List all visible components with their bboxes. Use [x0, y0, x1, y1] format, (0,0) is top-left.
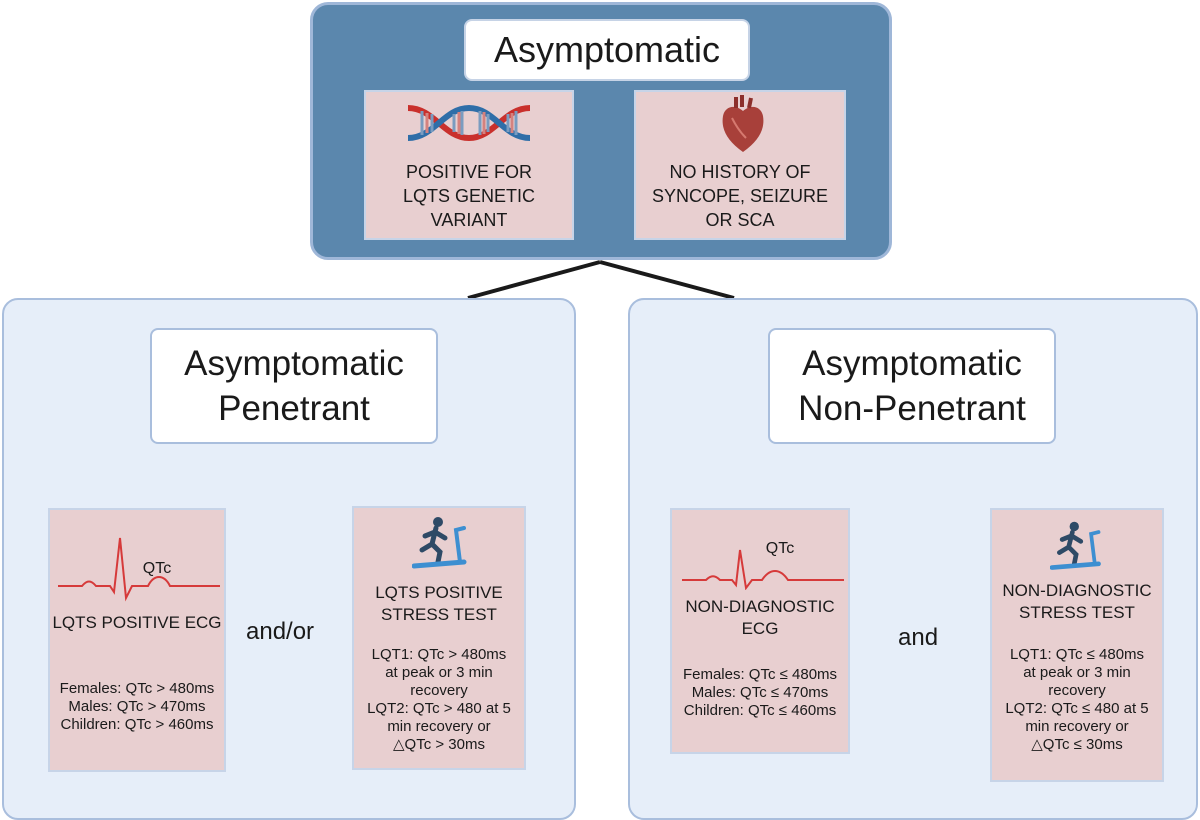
non-diagnostic-ecg-card: QTc NON-DIAGNOSTIC ECG Females: QTc ≤ 48… [670, 508, 850, 754]
positive-stress-criteria: LQT1: QTc > 480ms at peak or 3 min recov… [367, 646, 511, 753]
asymptomatic-title: Asymptomatic [464, 19, 750, 81]
conjunction-and: and [898, 624, 939, 651]
penetrant-title: Asymptomatic Penetrant [150, 328, 438, 444]
no-history-text: NO HISTORY OF SYNCOPE, SEIZURE OR SCA [651, 162, 829, 230]
non-penetrant-title: Asymptomatic Non-Penetrant [768, 328, 1056, 444]
non-diagnostic-stress-criteria: LQT1: QTc ≤ 480ms at peak or 3 min recov… [1005, 646, 1149, 753]
qtc-label: QTc [765, 540, 795, 557]
conjunction-and-or: and/or [246, 618, 315, 645]
positive-ecg-heading: LQTS POSITIVE ECG [52, 613, 222, 632]
ecg-waveform-icon [682, 549, 844, 590]
treadmill-runner-icon [412, 517, 467, 569]
positive-stress-heading: LQTS POSITIVE STRESS TEST [375, 583, 503, 624]
qtc-label: QTc [142, 560, 172, 577]
non-diagnostic-ecg-heading: NON-DIAGNOSTIC ECG [685, 597, 835, 638]
no-history-card: NO HISTORY OF SYNCOPE, SEIZURE OR SCA [634, 90, 846, 240]
dna-icon [407, 104, 531, 142]
non-diagnostic-stress-heading: NON-DIAGNOSTIC STRESS TEST [1002, 581, 1152, 622]
positive-ecg-criteria: Females: QTc > 480ms Males: QTc > 470ms … [59, 680, 215, 733]
non-diagnostic-stress-test-card: NON-DIAGNOSTIC STRESS TEST LQT1: QTc ≤ 4… [990, 508, 1164, 782]
genetic-variant-text: POSITIVE FOR LQTS GENETIC VARIANT [402, 162, 536, 230]
treadmill-runner-icon [1050, 521, 1101, 570]
non-diagnostic-ecg-criteria: Females: QTc ≤ 480ms Males: QTc ≤ 470ms … [682, 666, 838, 719]
positive-stress-test-card: LQTS POSITIVE STRESS TEST LQT1: QTc > 48… [352, 506, 526, 770]
ecg-waveform-icon [58, 537, 220, 602]
heart-icon [722, 95, 764, 152]
connector-left-line [467, 260, 601, 300]
connector-right-line [599, 260, 735, 300]
genetic-variant-card: POSITIVE FOR LQTS GENETIC VARIANT [364, 90, 574, 240]
positive-ecg-card: QTc LQTS POSITIVE ECG Females: QTc > 480… [48, 508, 226, 772]
